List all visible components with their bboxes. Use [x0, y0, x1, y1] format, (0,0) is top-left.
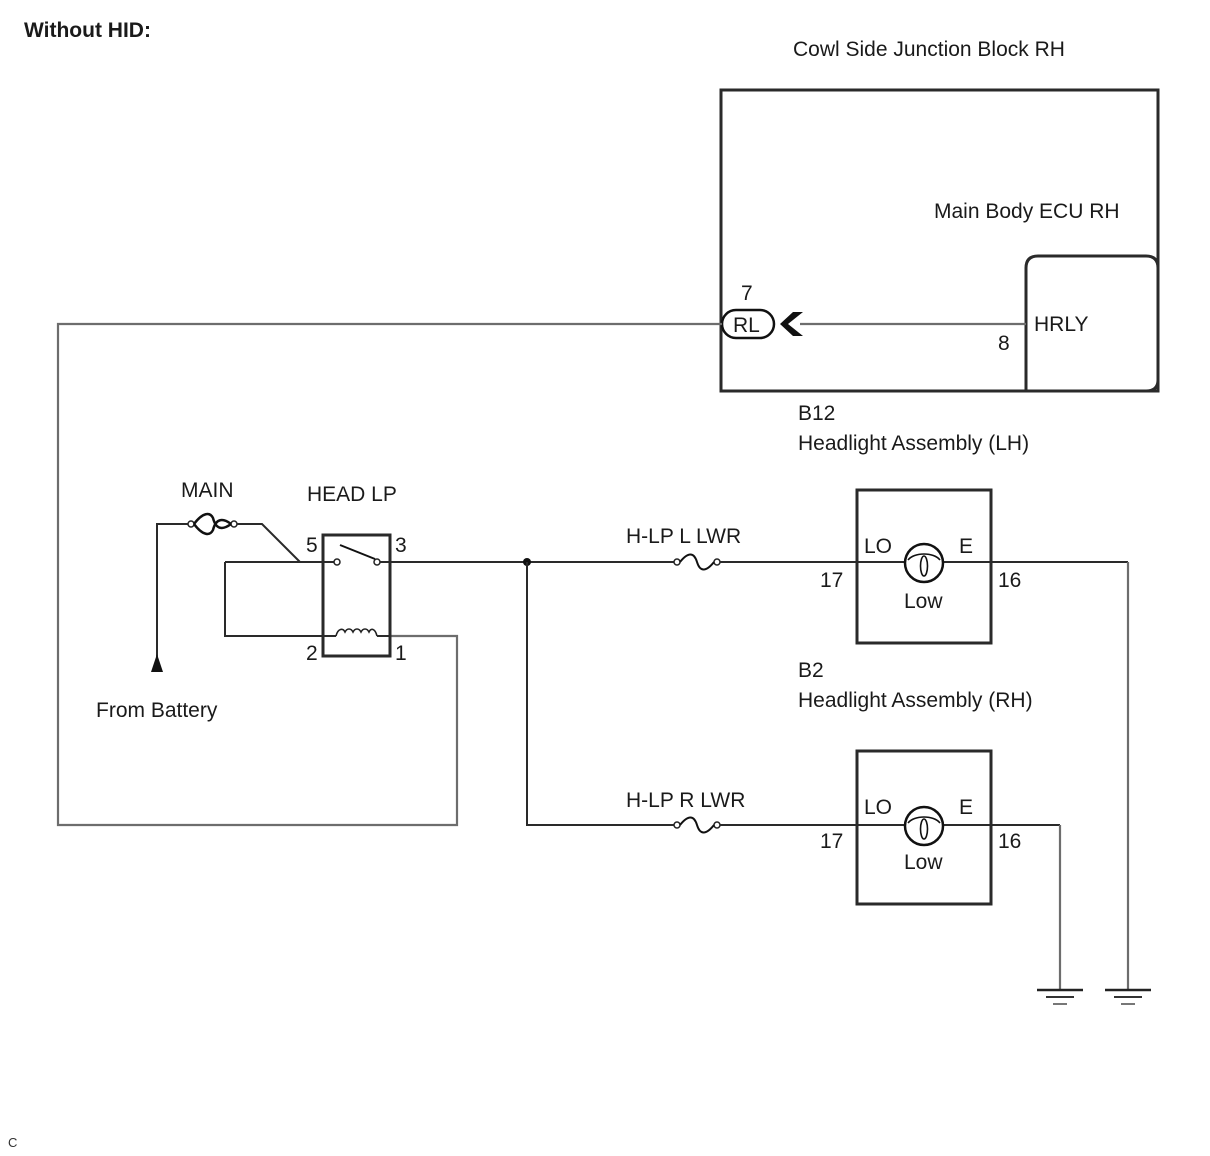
relay-pin-2: 2 [306, 642, 318, 665]
bulb-lh-icon [903, 542, 945, 584]
connector-pin: 7 [741, 282, 753, 305]
battery-label: From Battery [96, 699, 218, 722]
headlight-lh-pin-out: 16 [998, 569, 1021, 592]
connector-arrow-icon [780, 312, 803, 336]
junction-block-label: Cowl Side Junction Block RH [793, 38, 1065, 61]
bulb-rh-icon [903, 805, 945, 847]
relay-pin-1: 1 [395, 642, 407, 665]
battery-arrow-icon [151, 654, 163, 672]
ground-rh-icon [1037, 988, 1083, 1005]
headlight-rh-pin-out: 16 [998, 830, 1021, 853]
switch-contact-left [333, 558, 341, 566]
relay-box [321, 533, 392, 658]
wire-splice-rh [526, 562, 674, 826]
switch-blade-icon [339, 544, 376, 560]
main-fuse-icon [187, 512, 238, 536]
headlight-lh-out-label: E [959, 535, 973, 558]
relay-pin-5: 5 [306, 534, 318, 557]
wire-main-fuse-relay [237, 523, 301, 563]
headlight-lh-box [855, 488, 993, 645]
connector-code: RL [733, 314, 760, 337]
ground-lh-icon [1105, 988, 1151, 1005]
headlight-rh-name: Headlight Assembly (RH) [798, 689, 1033, 712]
headlight-lh-bulb-label: Low [904, 590, 943, 613]
ecu-terminal-label: HRLY [1034, 313, 1088, 336]
wire-connector-relay-coil [56, 322, 722, 827]
headlight-lh-code: B12 [798, 402, 835, 425]
headlight-lh-pin-in: 17 [820, 569, 843, 592]
headlight-lh-name: Headlight Assembly (LH) [798, 432, 1029, 455]
ecu-pin-label: 8 [998, 332, 1010, 355]
headlight-rh-pin-in: 17 [820, 830, 843, 853]
headlight-rh-box [855, 749, 993, 906]
fuse-right-label: H-LP R LWR [626, 789, 745, 812]
ecu-box [1024, 254, 1160, 393]
wire-relay-loop [224, 562, 336, 637]
fuse-left-label: H-LP L LWR [626, 525, 741, 548]
relay-label: HEAD LP [307, 483, 397, 506]
footer-mark: C [8, 1135, 17, 1150]
headlight-rh-in-label: LO [864, 796, 892, 819]
fuse-left-icon [673, 553, 721, 571]
relay-pin-3: 3 [395, 534, 407, 557]
junction-block-box [719, 88, 1160, 393]
headlight-lh-in-label: LO [864, 535, 892, 558]
relay-coil-icon [335, 628, 378, 637]
fuse-right-icon [673, 816, 721, 834]
diagram-heading: Without HID: [24, 19, 151, 42]
switch-contact-right [373, 558, 381, 566]
headlight-rh-code: B2 [798, 659, 824, 682]
headlight-rh-bulb-label: Low [904, 851, 943, 874]
wire-battery [156, 523, 188, 672]
headlight-rh-out-label: E [959, 796, 973, 819]
main-fuse-label: MAIN [181, 479, 234, 502]
ecu-label: Main Body ECU RH [934, 200, 1120, 223]
